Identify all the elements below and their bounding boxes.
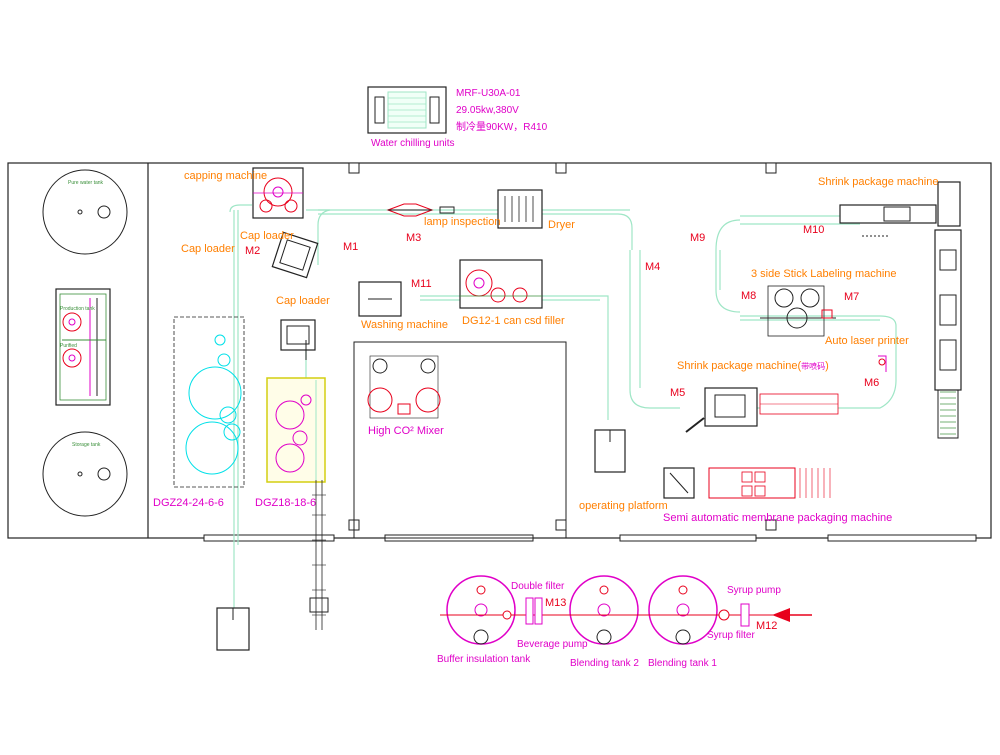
dryer <box>497 189 543 229</box>
can-filler <box>459 259 543 309</box>
shrink-package-top-label: Shrink package machine <box>818 176 939 188</box>
dgz18-machine <box>266 377 326 483</box>
washing-machine <box>358 281 402 317</box>
pillar <box>348 162 360 174</box>
mixer-label: High CO² Mixer <box>368 425 444 437</box>
beverage-pump <box>502 610 512 620</box>
mixer-room <box>353 341 567 539</box>
marker-m11: M11 <box>411 278 432 290</box>
shrink-mid-text: Shrink package machine( <box>677 360 802 372</box>
shrink-mid-cn: 带喷码 <box>801 362 826 371</box>
right-vertical-conveyor <box>934 229 962 439</box>
double-filter <box>525 597 543 625</box>
marker-m8: M8 <box>741 290 757 302</box>
lamp-inspection <box>386 203 455 217</box>
cap-loader-label-2: Cap loader <box>240 230 294 242</box>
water-chilling-unit <box>367 86 447 134</box>
water-treatment-skid <box>55 288 111 406</box>
marker-m1: M1 <box>343 241 359 253</box>
chiller-spec: 制冷量90KW，R410 <box>456 122 548 133</box>
pure-water-tank <box>42 169 128 255</box>
dgz24-machine <box>173 316 245 488</box>
chiller-model: MRF-U30A-01 <box>456 88 521 99</box>
marker-m13: M13 <box>545 597 567 609</box>
dgz18-label: DGZ18-18-6 <box>255 497 317 509</box>
marker-m7: M7 <box>844 291 860 303</box>
cap-loader-box <box>280 319 316 360</box>
blending-tank-1 <box>648 575 718 645</box>
dgz24-label: DGZ24-24-6-6 <box>153 497 224 509</box>
marker-m6: M6 <box>864 377 880 389</box>
laser-printer-label: Auto laser printer <box>825 335 909 347</box>
laser-printer <box>878 355 887 372</box>
syrup-filter <box>740 603 750 627</box>
buffer-insulation-tank <box>446 575 516 645</box>
chiller-name: Water chilling units <box>371 138 455 149</box>
pillar <box>555 162 567 174</box>
syrup-filter-label: Syrup filter <box>707 630 755 641</box>
shrink-package-machine-top <box>839 181 961 237</box>
pure-water-tank-label: Pure water tank <box>68 180 104 186</box>
purified-label: Purified <box>60 343 77 349</box>
vertical-conveyor <box>309 480 329 630</box>
marker-m2: M2 <box>245 245 261 257</box>
blending-tank-2-label: Blending tank 2 <box>570 658 639 669</box>
marker-m4: M4 <box>645 261 661 273</box>
double-filter-label: Double filter <box>511 581 565 592</box>
window <box>619 534 757 542</box>
washing-machine-label: Washing machine <box>361 319 449 331</box>
lamp-inspection-label: lamp inspection <box>424 216 501 228</box>
marker-m12: M12 <box>756 620 778 632</box>
filler-label: DG12-1 can csd filler <box>462 315 565 327</box>
shrink-package-mid-label: Shrink package machine(带喷码) <box>677 361 829 372</box>
membrane-packaging-machine <box>663 467 831 499</box>
shrink-package-machine-mid <box>685 387 839 433</box>
conveyor-lines <box>229 204 897 608</box>
blending-tank-1-label: Blending tank 1 <box>648 658 717 669</box>
shrink-mid-end: ) <box>825 360 829 372</box>
membrane-packaging-label: Semi automatic membrane packaging machin… <box>663 512 893 524</box>
beverage-pump-label: Beverage pump <box>517 639 588 650</box>
pillar <box>765 162 777 174</box>
marker-m5: M5 <box>670 387 686 399</box>
window <box>203 534 335 542</box>
inlet-arrow <box>772 608 812 622</box>
high-co2-mixer <box>367 355 441 419</box>
cap-loader-label-3: Cap loader <box>276 295 330 307</box>
operating-platform-label: operating platform <box>579 500 668 512</box>
storage-tank-label: Storage tank <box>72 442 101 448</box>
syrup-pump-label: Syrup pump <box>727 585 781 596</box>
chiller-power: 29.05kw,380V <box>456 105 519 116</box>
operating-platform-box <box>594 429 626 473</box>
buffer-tank-label: Buffer insulation tank <box>437 654 531 665</box>
labeling-machine-label: 3 side Stick Labeling machine <box>751 268 897 280</box>
syrup-pump <box>718 609 730 621</box>
capping-machine-label: capping machine <box>184 170 268 182</box>
marker-m9: M9 <box>690 232 706 244</box>
window <box>827 534 977 542</box>
labeling-machine <box>760 285 836 337</box>
cap-loader-label-1: Cap loader <box>181 243 235 255</box>
pillar <box>765 519 777 531</box>
capping-machine <box>252 167 304 219</box>
marker-m3: M3 <box>406 232 422 244</box>
marker-m10: M10 <box>803 224 825 236</box>
pillar <box>555 519 567 531</box>
outer-box-left <box>216 607 250 651</box>
cap-loader-rotated <box>271 231 319 279</box>
dryer-label: Dryer <box>548 219 575 231</box>
blending-tank-2 <box>569 575 639 645</box>
storage-tank <box>42 431 128 517</box>
production-tank-label: Production tank <box>60 306 95 312</box>
